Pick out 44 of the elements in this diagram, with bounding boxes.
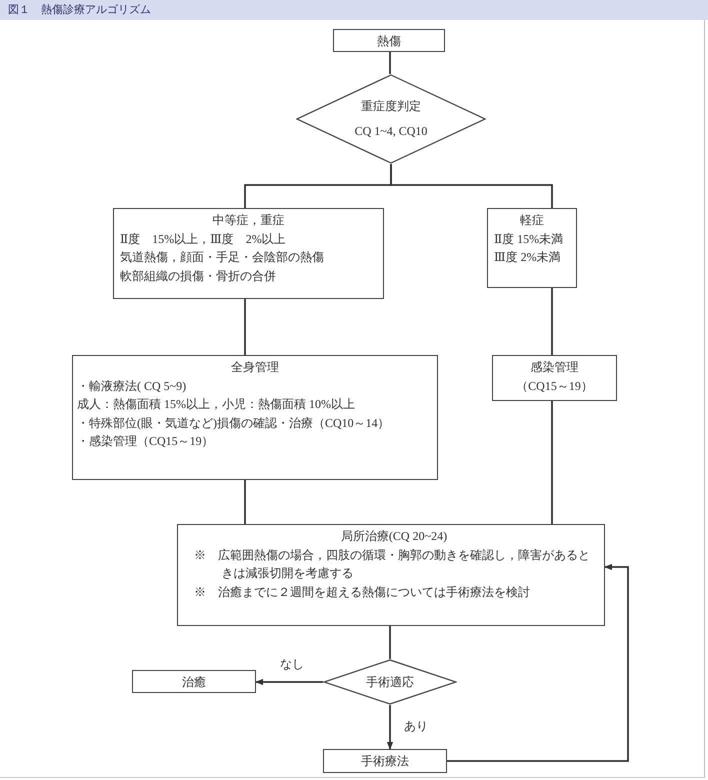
box-heading: 感染管理 bbox=[530, 359, 580, 376]
process-box bbox=[487, 208, 577, 288]
box-text: Ⅱ度 15%以上，Ⅲ度 2%以上 bbox=[120, 230, 287, 248]
connector-line bbox=[390, 164, 553, 208]
box-text: Ⅱ度 15%未満 bbox=[494, 230, 564, 248]
process-box bbox=[113, 208, 384, 299]
process-box bbox=[177, 524, 605, 626]
box-heading: 熱傷 bbox=[376, 33, 402, 50]
process-box bbox=[132, 670, 256, 693]
box-text: 軟部組織の損傷・骨折の合併 bbox=[120, 268, 277, 285]
arrow bbox=[255, 678, 323, 686]
figure-title: 図１ 熱傷診療アルゴリズム bbox=[8, 2, 151, 17]
box-heading: 軽症 bbox=[519, 212, 545, 229]
decision-text: CQ 1~4, CQ10 bbox=[354, 123, 428, 140]
box-text: ・特殊部位(眼・気道など)損傷の確認・治療（CQ10～14） bbox=[77, 414, 391, 432]
connector-line bbox=[389, 626, 391, 659]
box-text: ・輸液療法( CQ 5~9) bbox=[77, 378, 188, 395]
box-text: Ⅲ度 2%未満 bbox=[494, 249, 562, 266]
decision-text: 重症度判定 bbox=[361, 98, 421, 116]
arrow bbox=[447, 564, 629, 762]
arrow bbox=[386, 705, 394, 750]
box-text: 気道熱傷，顔面・手足・会陰部の熱傷 bbox=[120, 249, 325, 266]
process-box bbox=[323, 749, 447, 773]
decision-diamond bbox=[323, 659, 457, 705]
box-heading: 中等症，重症 bbox=[212, 212, 286, 229]
decision-text: 手術適応 bbox=[366, 674, 414, 691]
box-heading: 局所治療(CQ 20~24) bbox=[340, 528, 448, 545]
box-text: ・感染管理（CQ15～19） bbox=[77, 433, 215, 450]
connector-line bbox=[551, 401, 553, 524]
connector-line bbox=[551, 288, 553, 355]
connector-line bbox=[244, 480, 246, 524]
box-text: ※ 広範囲熱傷の場合，四肢の循環・胸郭の動きを確認し，障害があるときは減張切開を考慮する bbox=[194, 546, 591, 582]
box-text: 成人：熱傷面積 15%以上，小児：熱傷面積 10%以上 bbox=[77, 396, 356, 414]
box-text: ※ 治癒までに２週間を超える熱傷については手術療法を検討 bbox=[194, 584, 531, 601]
process-box bbox=[72, 355, 438, 480]
box-text: （CQ15～19） bbox=[515, 378, 594, 395]
decision-diamond bbox=[296, 74, 486, 164]
box-heading: 全身管理 bbox=[230, 359, 280, 376]
box-heading: 治癒 bbox=[181, 674, 207, 691]
process-box bbox=[492, 355, 617, 401]
connector-line bbox=[389, 52, 391, 74]
connector-line bbox=[244, 299, 246, 355]
box-heading: 手術療法 bbox=[360, 753, 410, 770]
process-box bbox=[333, 29, 445, 52]
